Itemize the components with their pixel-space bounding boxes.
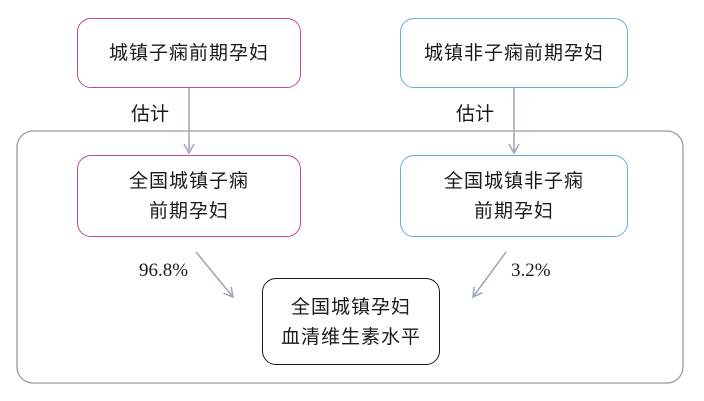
weight-arrow-right [472,251,507,299]
node-national-urban-non-preeclampsia-pregnant: 全国城镇非子痫 前期孕妇 [400,155,628,237]
node-national-urban-preeclampsia-pregnant: 全国城镇子痫 前期孕妇 [77,155,301,237]
estimate-label-right: 估计 [456,103,495,125]
node-result-line2: 血清维生素水平 [280,325,421,348]
weight-label-left: 96.8% [139,260,189,281]
node-national-urban-preeclampsia-line1: 全国城镇子痫 [128,170,249,192]
weight-arrow-left [195,251,235,299]
node-urban-non-preeclampsia-pregnant: 城镇非子痫前期孕妇 [400,18,628,88]
weight-label-right: 3.2% [511,260,551,281]
estimate-label-left: 估计 [131,103,170,125]
node-national-urban-non-preeclampsia-line1: 全国城镇非子痫 [443,170,584,192]
node-urban-non-preeclampsia-pregnant-label: 城镇非子痫前期孕妇 [423,42,604,64]
node-urban-preeclampsia-pregnant: 城镇子痫前期孕妇 [77,18,301,88]
node-national-urban-non-preeclampsia-line2: 前期孕妇 [473,200,554,222]
node-national-urban-pregnant-serum-vitamin: 全国城镇孕妇 血清维生素水平 [262,278,440,365]
node-urban-preeclampsia-pregnant-label: 城镇子痫前期孕妇 [108,42,269,64]
node-national-urban-preeclampsia-line2: 前期孕妇 [148,200,229,222]
node-result-line1: 全国城镇孕妇 [290,295,411,318]
group-container [16,130,684,384]
